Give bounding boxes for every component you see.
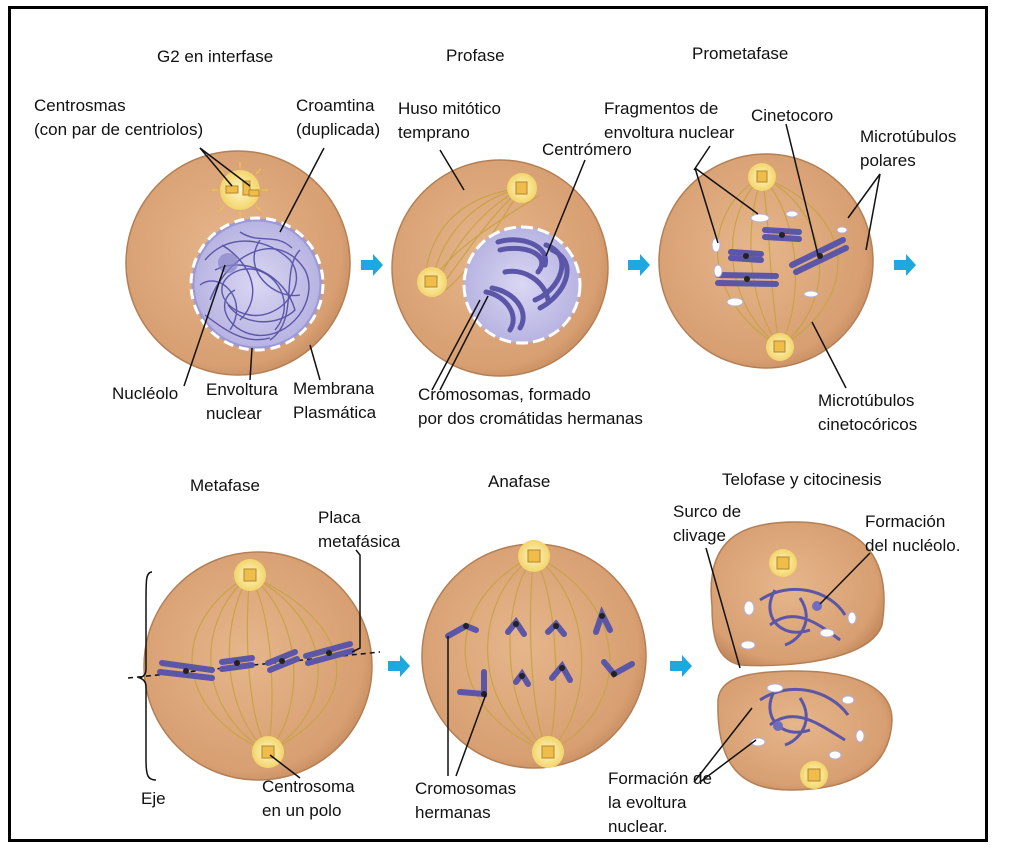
label-formacion-nucleolo: Formación del nucléolo. bbox=[865, 512, 961, 555]
stage-title-anafase: Anafase bbox=[488, 472, 551, 491]
stage-title-telofase: Telofase y citocinesis bbox=[722, 470, 882, 489]
cell-metaphase bbox=[127, 549, 381, 781]
plate-bracket bbox=[351, 549, 361, 653]
spindle-anaphase bbox=[464, 555, 611, 753]
centrosome-telo-top bbox=[769, 549, 797, 577]
axis-bracket bbox=[137, 571, 157, 781]
stage-title-metafase: Metafase bbox=[190, 476, 260, 495]
stage-title-prometafase: Prometafase bbox=[692, 44, 789, 63]
cell-prophase bbox=[391, 159, 609, 377]
label-surco-clivage: Surco de clivage bbox=[673, 502, 742, 545]
centrosome-g2 bbox=[212, 162, 268, 218]
cell-telophase bbox=[710, 521, 893, 791]
label-formacion-envoltura: Formación de la evoltura nuclear. bbox=[608, 769, 712, 836]
cell-prometaphase bbox=[658, 153, 874, 369]
cell-g2 bbox=[125, 150, 351, 376]
stage-arrows bbox=[361, 254, 916, 677]
nucleus-prophase bbox=[462, 225, 582, 345]
label-membrana-plasmatica: Membrana Plasmática bbox=[293, 379, 377, 422]
stage-title-g2: G2 en interfase bbox=[157, 47, 274, 66]
chromatin-telophase bbox=[759, 587, 850, 747]
envelope-reforming bbox=[740, 600, 865, 760]
label-microtubulos-polares: Microtúbulos polares bbox=[860, 127, 957, 170]
chromosomes-prophase bbox=[483, 237, 570, 333]
nucleolus-g2 bbox=[218, 253, 238, 273]
chromosomes-metaphase bbox=[157, 641, 355, 681]
chromatin-g2 bbox=[199, 231, 310, 341]
centrosome-telo-bottom bbox=[800, 761, 828, 789]
leader-lines bbox=[183, 123, 881, 783]
label-fragmentos-envoltura: Fragmentos de envoltura nuclear bbox=[604, 99, 735, 142]
label-huso-mitotico: Huso mitótico temprano bbox=[398, 99, 501, 142]
label-centrosoma-polo: Centrosoma en un polo bbox=[262, 777, 355, 820]
stage-title-profase: Profase bbox=[446, 46, 505, 65]
label-centromero: Centrómero bbox=[542, 140, 632, 159]
label-placa-metafasica: Placa metafásica bbox=[318, 508, 401, 551]
label-envoltura-nuclear: Envoltura nuclear bbox=[206, 380, 278, 423]
label-cromatina: Croamtina (duplicada) bbox=[296, 96, 381, 139]
label-cromosomas-hermanas: Cromosomas hermanas bbox=[415, 779, 517, 822]
label-eje: Eje bbox=[141, 789, 166, 808]
nucleus-g2 bbox=[191, 218, 323, 350]
label-cromosomas-formado: Cromosomas, formado por dos cromátidas h… bbox=[418, 385, 643, 428]
label-microtubulos-cinetocoricos: Microtúbulos cinetocóricos bbox=[818, 391, 918, 434]
envelope-fragments bbox=[711, 210, 848, 307]
cell-anaphase bbox=[421, 540, 647, 769]
label-nucleolo: Nucléolo bbox=[112, 384, 179, 403]
figure-frame bbox=[8, 6, 988, 842]
label-cinetocoro: Cinetocoro bbox=[751, 106, 834, 125]
label-centrosomas: Centrosmas (con par de centriolos) bbox=[34, 96, 204, 139]
